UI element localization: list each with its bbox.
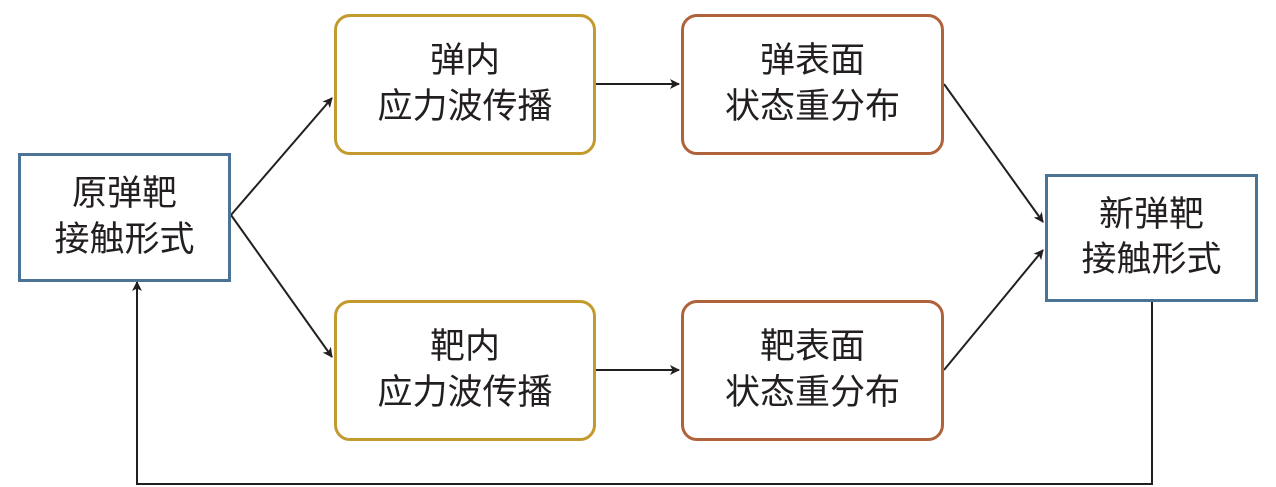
target-surface-line2: 状态重分布	[724, 372, 900, 413]
arrow-original-to-projectile-wave	[230, 97, 333, 216]
arrow-original-to-target-wave	[230, 214, 333, 358]
original-contact-line1: 原弹靶	[71, 174, 177, 214]
target-wave-node: 靶内 应力波传播	[334, 300, 596, 441]
original-contact-line2: 接触形式	[54, 219, 195, 260]
new-contact-node: 新弹靶 接触形式	[1045, 174, 1258, 302]
feedback-arrow	[132, 281, 1153, 485]
target-surface-node: 靶表面 状态重分布	[681, 300, 944, 441]
new-contact-line2: 接触形式	[1081, 240, 1222, 280]
projectile-surface-line1: 弹表面	[759, 41, 865, 81]
arrow-projectile-surface-to-new	[943, 83, 1044, 223]
arrow-target-surface-to-new	[943, 249, 1044, 371]
target-surface-line1: 靶表面	[759, 327, 865, 367]
projectile-surface-line2: 状态重分布	[724, 86, 900, 127]
target-wave-line2: 应力波传播	[377, 372, 553, 413]
original-contact-node: 原弹靶 接触形式	[18, 153, 231, 282]
projectile-wave-line2: 应力波传播	[377, 86, 553, 127]
projectile-wave-node: 弹内 应力波传播	[334, 14, 596, 155]
projectile-wave-line1: 弹内	[429, 41, 500, 81]
projectile-surface-node: 弹表面 状态重分布	[681, 14, 944, 155]
new-contact-line1: 新弹靶	[1098, 194, 1204, 235]
target-wave-line1: 靶内	[429, 327, 500, 367]
